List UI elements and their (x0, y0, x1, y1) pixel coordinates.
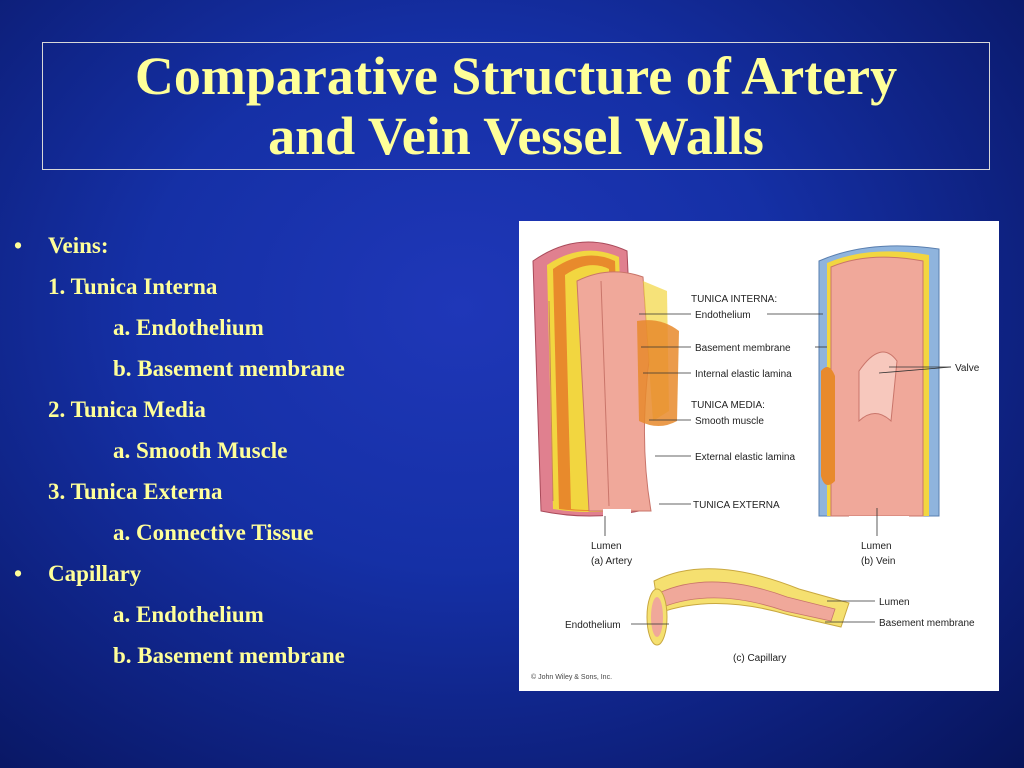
label-vein-lumen: Lumen (861, 541, 892, 552)
outline-text: 1. Tunica Interna (48, 274, 218, 299)
artery-label-lines (639, 313, 691, 505)
outline-text: a. Smooth Muscle (113, 438, 288, 463)
outline-item: b. Basement membrane (14, 351, 494, 392)
outline-text: a. Endothelium (113, 602, 264, 627)
capillary-label-lines (631, 600, 875, 625)
vessel-illustration: TUNICA INTERNA: Endothelium Basement mem… (531, 241, 980, 681)
label-tunica-interna: TUNICA INTERNA: (691, 294, 777, 305)
outline-item: a. Smooth Muscle (14, 433, 494, 474)
label-tunica-externa: TUNICA EXTERNA (693, 500, 780, 511)
outline-item: a. Endothelium (14, 310, 494, 351)
outline-text: a. Connective Tissue (113, 520, 314, 545)
slide-title-line-1: Comparative Structure of Artery (134, 46, 898, 106)
outline-text: 2. Tunica Media (48, 397, 206, 422)
label-capillary-lumen: Lumen (879, 597, 910, 608)
copyright-notice: © John Wiley & Sons, Inc. (531, 673, 612, 681)
capillary-illustration (646, 568, 850, 646)
label-valve: Valve (955, 363, 980, 374)
outline-text: b. Basement membrane (113, 356, 345, 381)
vessel-wall-figure: TUNICA INTERNA: Endothelium Basement mem… (519, 221, 999, 691)
outline-item: 2. Tunica Media (14, 392, 494, 433)
label-artery-caption: (a) Artery (591, 556, 632, 567)
outline-item: a. Endothelium (14, 597, 494, 638)
outline-item: a. Connective Tissue (14, 515, 494, 556)
label-capillary-caption: (c) Capillary (733, 653, 786, 664)
outline-text: a. Endothelium (113, 315, 264, 340)
vein-label-lines (604, 313, 952, 536)
slide-title-line-2: and Vein Vessel Walls (268, 106, 764, 166)
artery-illustration (532, 241, 679, 539)
outline-item: 1. Tunica Interna (14, 269, 494, 310)
outline-item: • Veins: (14, 228, 494, 269)
label-external-elastic-lamina: External elastic lamina (695, 452, 795, 463)
label-capillary-endothelium: Endothelium (565, 620, 621, 631)
outline-text: 3. Tunica Externa (48, 479, 223, 504)
outline-item: 3. Tunica Externa (14, 474, 494, 515)
label-endothelium: Endothelium (695, 310, 751, 321)
label-smooth-muscle: Smooth muscle (695, 416, 764, 427)
bullet-outline: • Veins: 1. Tunica Interna a. Endotheliu… (14, 228, 494, 679)
outline-item: b. Basement membrane (14, 638, 494, 679)
outline-item: • Capillary (14, 556, 494, 597)
outline-text: Veins: (48, 233, 109, 258)
bullet-marker: • (14, 233, 23, 258)
outline-text: Capillary (48, 561, 142, 586)
slide-title-box: Comparative Structure of Artery and Vein… (42, 42, 990, 170)
bullet-marker: • (14, 561, 23, 586)
label-artery-lumen: Lumen (591, 541, 622, 552)
label-internal-elastic-lamina: Internal elastic lamina (695, 369, 792, 380)
outline-text: b. Basement membrane (113, 643, 345, 668)
label-vein-caption: (b) Vein (861, 556, 895, 567)
vein-illustration (818, 245, 940, 536)
label-capillary-basement-membrane: Basement membrane (879, 618, 975, 629)
label-basement-membrane: Basement membrane (695, 343, 791, 354)
label-tunica-media: TUNICA MEDIA: (691, 400, 765, 411)
